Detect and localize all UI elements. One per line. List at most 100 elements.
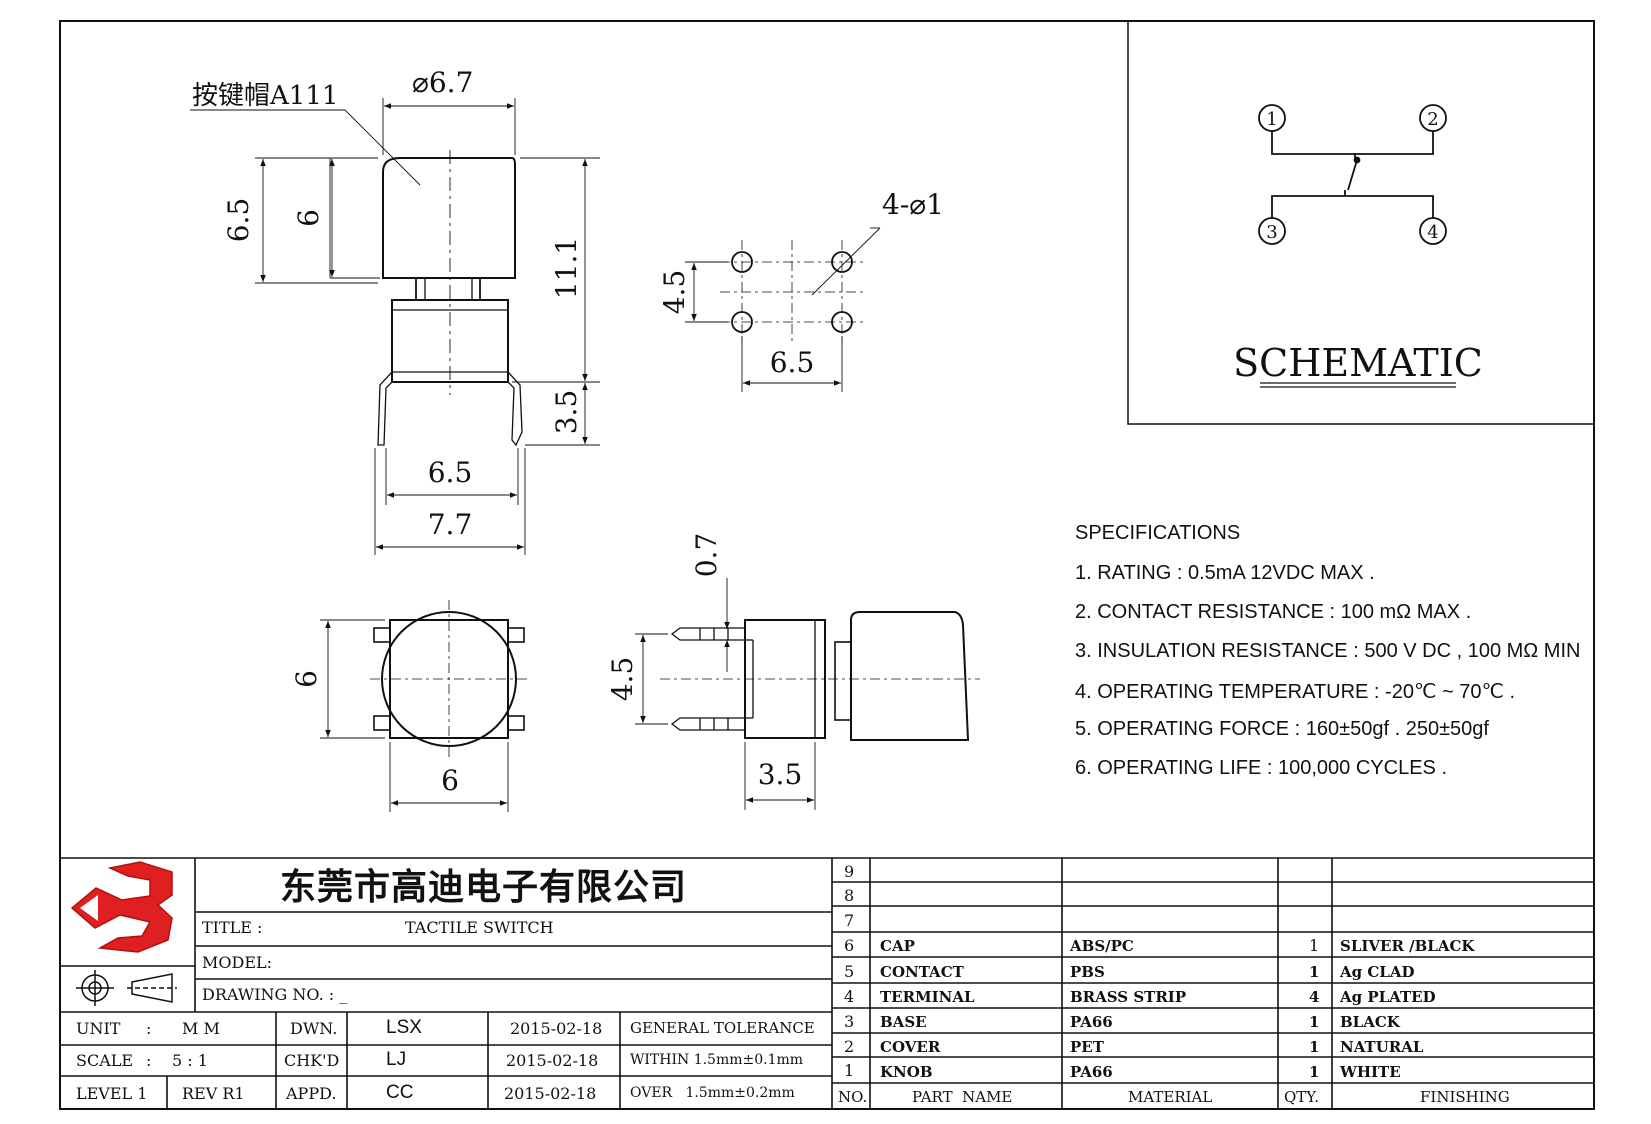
schematic-pin-1: 1	[1266, 109, 1277, 130]
bom-finishing: Ag PLATED	[1340, 988, 1436, 1006]
dim-hole-spec: 4-⌀1	[882, 188, 944, 221]
bom-qty: 1	[1309, 1013, 1320, 1031]
appd-label: APPD.	[286, 1084, 337, 1103]
model-label: MODEL:	[202, 953, 273, 972]
bom-no: 9	[844, 862, 855, 881]
schematic-title: SCHEMATIC	[1233, 341, 1483, 385]
bom-part: CONTACT	[880, 963, 964, 981]
chk-date: 2015-02-18	[506, 1051, 599, 1070]
dim-pin-length: 3.5	[550, 390, 583, 435]
dim-pin-pitch: 6.5	[428, 456, 473, 489]
cap-label: 按键帽A111	[192, 81, 338, 111]
dim-cap-diameter: ⌀6.7	[412, 66, 473, 99]
bom-material: PBS	[1070, 963, 1105, 981]
bom-material: PA66	[1070, 1063, 1113, 1081]
rev-label: REV R1	[182, 1084, 245, 1103]
scale-value: 5 : 1	[172, 1051, 208, 1070]
title-label: TITLE :	[202, 918, 263, 937]
dim-top-height: 6	[290, 670, 323, 688]
specifications-heading: SPECIFICATIONS	[1075, 522, 1241, 544]
bom-header-part: PART NAME	[912, 1088, 1013, 1106]
bom-no: 5	[844, 962, 855, 981]
side-view	[635, 578, 980, 810]
unit-value: M M	[182, 1019, 220, 1038]
bom-part: CAP	[880, 937, 915, 955]
dwn-label: DWN.	[290, 1019, 338, 1038]
bom-no: 3	[844, 1012, 855, 1031]
bom-material: ABS/PC	[1070, 937, 1134, 955]
appd-date: 2015-02-18	[504, 1084, 597, 1103]
front-view	[377, 150, 523, 447]
spec-item: 4. OPERATING TEMPERATURE : -20℃ ~ 70℃ .	[1075, 681, 1516, 703]
dim-top-width: 6	[441, 764, 459, 797]
top-view	[320, 600, 528, 812]
bom-no: 7	[844, 911, 855, 930]
bom-qty: 1	[1309, 936, 1320, 955]
spec-item: 1. RATING : 0.5mA 12VDC MAX .	[1075, 562, 1375, 584]
bom-no: 2	[844, 1037, 855, 1056]
bom-qty: 1	[1309, 1063, 1320, 1081]
dim-side-pitch: 4.5	[606, 657, 639, 702]
title-block-grid	[60, 857, 1594, 1109]
sheet-border	[59, 20, 1595, 1110]
dim-side-gap: 0.7	[690, 533, 723, 578]
bom-header-finishing: FINISHING	[1420, 1088, 1510, 1106]
spec-item: 2. CONTACT RESISTANCE : 100 mΩ MAX .	[1075, 601, 1472, 623]
scale-sep: :	[146, 1051, 152, 1070]
dim-cap-height: 6.5	[222, 198, 255, 243]
dim-cap-body: 6	[292, 209, 325, 227]
dwn-name: LSX	[386, 1017, 422, 1038]
company-name: 东莞市高迪电子有限公司	[280, 867, 688, 908]
bom-part: KNOB	[880, 1063, 933, 1081]
bom-material: PA66	[1070, 1013, 1113, 1031]
hole-pattern	[685, 227, 881, 392]
bom-qty: 1	[1309, 1038, 1320, 1056]
bom-no: 4	[844, 987, 855, 1006]
chk-name: LJ	[386, 1049, 407, 1070]
dwn-date: 2015-02-18	[510, 1019, 603, 1038]
spec-item: 5. OPERATING FORCE : 160±50gf . 250±50gf	[1075, 718, 1489, 740]
schematic-box	[1127, 20, 1595, 425]
tolerance-heading: GENERAL TOLERANCE	[630, 1019, 815, 1037]
bom-no: 6	[844, 936, 855, 955]
bom-header-qty: QTY.	[1284, 1088, 1320, 1106]
schematic-symbol	[1258, 104, 1447, 245]
bom-finishing: BLACK	[1340, 1013, 1400, 1031]
bom-finishing: Ag CLAD	[1340, 963, 1415, 981]
projection-symbol	[76, 970, 177, 1006]
dim-total-height: 11.1	[550, 237, 583, 299]
bom-material: PET	[1070, 1038, 1104, 1056]
bom-no: 8	[844, 886, 855, 905]
tolerance-within: WITHIN 1.5mm±0.1mm	[630, 1052, 804, 1068]
company-logo	[70, 861, 173, 953]
bom-material: BRASS STRIP	[1070, 988, 1187, 1006]
bom-header-no: NO.	[838, 1088, 868, 1106]
bom-part: COVER	[880, 1038, 941, 1056]
unit-sep: :	[146, 1019, 152, 1038]
bom-qty: 1	[1309, 963, 1320, 981]
bom-part: TERMINAL	[880, 988, 975, 1006]
bom-part: BASE	[880, 1013, 927, 1031]
spec-item: 3. INSULATION RESISTANCE : 500 V DC , 10…	[1075, 640, 1581, 662]
schematic-pin-4: 4	[1427, 222, 1438, 243]
bom-finishing: NATURAL	[1340, 1038, 1424, 1056]
dim-side-depth: 3.5	[758, 758, 803, 791]
schematic-pin-3: 3	[1266, 222, 1277, 243]
drawing-no-label: DRAWING NO. : _	[202, 985, 348, 1004]
dim-hole-pitch-v: 4.5	[658, 270, 691, 315]
schematic-pin-2: 2	[1427, 109, 1438, 130]
appd-name: CC	[386, 1082, 414, 1103]
spec-item: 6. OPERATING LIFE : 100,000 CYCLES .	[1075, 757, 1448, 779]
dim-hole-pitch-h: 6.5	[770, 346, 815, 379]
chk-label: CHK'D	[284, 1051, 340, 1070]
bom-qty: 4	[1309, 988, 1320, 1006]
unit-label: UNIT	[76, 1019, 121, 1038]
scale-label: SCALE	[76, 1051, 134, 1070]
bom-header-material: MATERIAL	[1128, 1088, 1213, 1106]
dim-width: 7.7	[428, 508, 473, 541]
tolerance-over: OVER 1.5mm±0.2mm	[630, 1085, 795, 1101]
level-label: LEVEL 1	[76, 1084, 148, 1103]
bom-finishing: SLIVER /BLACK	[1340, 937, 1475, 955]
bom-no: 1	[844, 1061, 855, 1080]
